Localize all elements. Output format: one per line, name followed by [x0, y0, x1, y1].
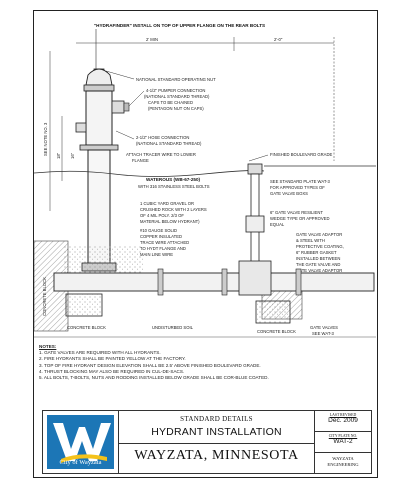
- note-item: 2. FIRE HYDRANTS SHALL BE PAINTED YELLOW…: [39, 356, 186, 362]
- engineering-line-1: WAYZATA: [332, 456, 354, 461]
- adaptor-label-6: THE GATE VALVE AND: [296, 262, 340, 267]
- plate-no-value: WAT-2: [333, 437, 353, 445]
- logo-city-text: City of Wayzata: [59, 459, 102, 466]
- notes-heading: NOTES:: [39, 344, 57, 349]
- gate-valves-label-1: GATE VALVES: [310, 325, 338, 330]
- pumper-label-1: 4-1/2" PUMPER CONNECTION: [146, 88, 205, 93]
- pumper-label-2: (NATIONAL STANDARD THREAD): [144, 94, 210, 99]
- adaptor-label-1: GATE VALVE ADAPTOR: [296, 232, 342, 237]
- gate-valve-box: [245, 163, 265, 265]
- last-revised-label: LAST REVISED: [329, 412, 357, 417]
- note-item: 3. TOP OF FIRE HYDRANT DESIGN ELEVATION …: [39, 362, 261, 368]
- plate-no-label: CITY PLATE NO.: [328, 433, 358, 438]
- wayzata-w-icon: [53, 423, 111, 463]
- hose-label-2: (NATIONAL STANDARD THREAD): [136, 141, 202, 146]
- dim-2ft: 2'-0": [274, 37, 283, 42]
- note-item: 1. GATE VALVES ARE REQUIRED WITH ALL HYD…: [39, 350, 161, 356]
- dim-2ft-min: 2' MIN: [146, 37, 158, 42]
- pumper-label-4: (PENTAGON NUT ON CAPS): [148, 106, 204, 111]
- title-block: City of Wayzata STANDARD DETAILS HYDRANT…: [42, 410, 372, 474]
- boulevard-grade-label: FINISHED BOULEVARD GRADE: [270, 152, 332, 157]
- last-revised-value: Dec. 2009: [328, 416, 358, 424]
- note-item: 4. THRUST BLOCKING MAY ALSO BE REQUIRED …: [39, 368, 185, 374]
- plate-no-cell: CITY PLATE NO. WAT-2: [315, 432, 371, 453]
- adaptor-label-7: GATE VALVE ADAPTOR: [296, 268, 342, 273]
- note-item: 5. ALL BOLTS, T-BOLTS, NUTS AND RODDING …: [39, 375, 269, 381]
- city-name: WAYZATA, MINNESOTA: [134, 448, 299, 463]
- wire-label-4: TO HYDT FLANGE AND: [140, 246, 186, 251]
- last-revised-cell: LAST REVISED Dec. 2009: [315, 411, 371, 432]
- watermain-pipe: [53, 260, 375, 296]
- tracer-label-1: ATTACH TRACER WIRE TO LOWER: [126, 152, 196, 157]
- gate6-label-2: WEDGE TYPE OR APPROVED: [270, 216, 330, 221]
- gravel-label-1: 1 CUBIC YARD GRAVEL OR: [140, 201, 194, 206]
- waterous-label-1: WATEROUS (WB-67-250): [146, 177, 200, 182]
- concrete-block-left-label: CONCRETE BLOCK: [42, 277, 47, 316]
- wire-label-5: MAIN LINE WIRE: [140, 252, 173, 257]
- notes-section: NOTES: 1. GATE VALVES ARE REQUIRED WITH …: [39, 344, 373, 381]
- wire-label-3: TRACE WIRE ATTACHED: [140, 240, 189, 245]
- pumper-label-3: CAPS TO BE CHAINED: [148, 100, 193, 105]
- engineering-line-2: ENGINEERING: [327, 462, 359, 467]
- waterous-label-2: WITH 316 STAINLESS STEEL BOLTS: [138, 184, 210, 189]
- gate6-label-3: EQUAL: [270, 222, 285, 227]
- dim-16in: 16": [70, 152, 75, 159]
- adaptor-label-4: 6" RUBBER GASKET: [296, 250, 337, 255]
- engineering-cell: WAYZATA ENGINEERING: [315, 453, 371, 473]
- drawing-title: HYDRANT INSTALLATION: [119, 423, 314, 444]
- concrete-block-right-label: CONCRETE BLOCK: [257, 329, 296, 334]
- city-logo: City of Wayzata: [43, 411, 119, 473]
- undisturbed-soil-label: UNDISTURBED SOIL: [152, 325, 194, 330]
- operating-nut-label: NATIONAL STANDARD OPERATING NUT: [136, 77, 216, 82]
- dim-18in: 18": [56, 152, 61, 159]
- wire-label-1: #10 GAUGE SOLID: [140, 228, 177, 233]
- gate-valves-label-2: SEE WAT-3: [312, 331, 335, 336]
- adaptor-label-3: PROTECTIVE COATING,: [296, 244, 344, 249]
- hydrafinder-note: "HYDRAFINDER" INSTALL ON TOP OF UPPER FL…: [94, 23, 265, 28]
- gate6-label-1: 6" GATE VALVE RESILIENT: [270, 210, 323, 215]
- see-note-3: SEE NOTE NO. 3: [43, 122, 48, 156]
- wire-label-2: COPPER INSULATED: [140, 234, 182, 239]
- title-info: LAST REVISED Dec. 2009 CITY PLATE NO. WA…: [315, 411, 371, 473]
- drawing-sheet: "HYDRAFINDER" INSTALL ON TOP OF UPPER FL…: [33, 10, 378, 478]
- notes-list: 1. GATE VALVES ARE REQUIRED WITH ALL HYD…: [39, 350, 373, 381]
- gravel-label-2: CRUSHED ROCK WITH 2 LAYERS: [140, 207, 207, 212]
- title-center: STANDARD DETAILS HYDRANT INSTALLATION WA…: [119, 411, 315, 473]
- plate-label-2: FOR APPROVED TYPES OF: [270, 185, 325, 190]
- plate-label-3: GATE VALVE BOXS: [270, 191, 308, 196]
- adaptor-label-2: & STEEL WITH: [296, 238, 325, 243]
- adaptor-label-5: INSTALLED BETWEEN: [296, 256, 340, 261]
- gravel-label-4: MATERIAL BELOW HYDRANT): [140, 219, 200, 224]
- standard-details: STANDARD DETAILS: [180, 415, 253, 423]
- plate-label-1: SEE STANDARD PLATE WAT-3: [270, 179, 331, 184]
- hose-label-1: 2-1/2" HOSE CONNECTION: [136, 135, 189, 140]
- concrete-block-mid-label: CONCRETE BLOCK: [67, 325, 106, 330]
- tracer-label-2: FLANGE: [132, 158, 149, 163]
- hydrant-drawing: "HYDRAFINDER" INSTALL ON TOP OF UPPER FL…: [34, 23, 376, 338]
- gravel-label-3: OF 4 MIL POLY. 2/3 OF: [140, 213, 184, 218]
- hydrant: [75, 68, 130, 272]
